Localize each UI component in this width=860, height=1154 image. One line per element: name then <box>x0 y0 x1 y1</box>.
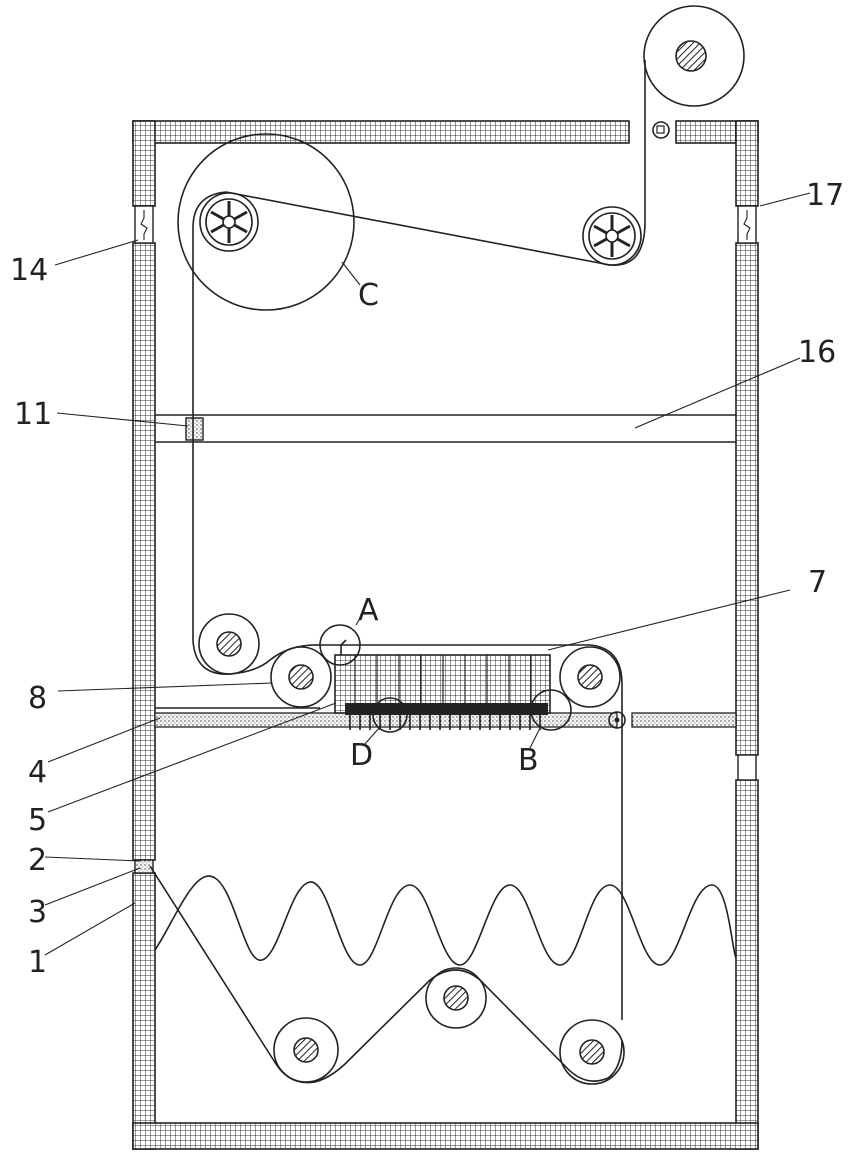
label-a: A <box>358 593 379 628</box>
slider-block <box>186 418 203 440</box>
label-b: B <box>518 743 539 778</box>
left-wall-lower <box>133 873 155 1149</box>
right-wall-upper <box>736 121 758 206</box>
label-d: D <box>350 738 373 773</box>
partition-plate <box>155 713 736 727</box>
label-c: C <box>358 278 379 313</box>
left-wall-upper <box>133 121 155 206</box>
right-wall-opening <box>738 755 756 780</box>
detail-circle-c <box>178 134 354 310</box>
roller-right-box <box>560 647 620 707</box>
label-1: 1 <box>28 945 47 980</box>
right-wall-middle <box>736 243 758 755</box>
label-5: 5 <box>28 803 47 838</box>
label-16: 16 <box>798 335 836 370</box>
window-slots <box>135 206 756 873</box>
supply-roll-axle <box>676 41 706 71</box>
label-14: 14 <box>10 253 48 288</box>
partition-right <box>632 713 736 727</box>
lower-web-path <box>150 866 622 1083</box>
roller-8 <box>271 647 331 707</box>
label-17: 17 <box>806 178 844 213</box>
label-8: 8 <box>28 681 47 716</box>
top-feed-roll <box>644 6 744 138</box>
guide-rail <box>155 415 736 442</box>
tank-roller-right <box>560 1020 624 1084</box>
liquid-wave <box>155 876 736 965</box>
label-7: 7 <box>808 565 827 600</box>
label-4: 4 <box>28 755 47 790</box>
spoked-wheel-left <box>200 193 258 251</box>
roller-upper-left <box>199 614 259 674</box>
label-3: 3 <box>28 895 47 930</box>
upper-web-path <box>193 60 645 640</box>
left-wall-middle <box>133 243 155 860</box>
partition-left <box>155 713 617 727</box>
leader-lines <box>45 193 810 955</box>
right-wall-lower <box>736 780 758 1149</box>
top-wall-left <box>133 121 629 143</box>
label-11: 11 <box>14 397 52 432</box>
label-2: 2 <box>28 843 47 878</box>
bottom-wall <box>133 1123 758 1149</box>
detail-circle-c-outline <box>178 134 354 310</box>
spoked-wheel-right <box>583 207 641 265</box>
